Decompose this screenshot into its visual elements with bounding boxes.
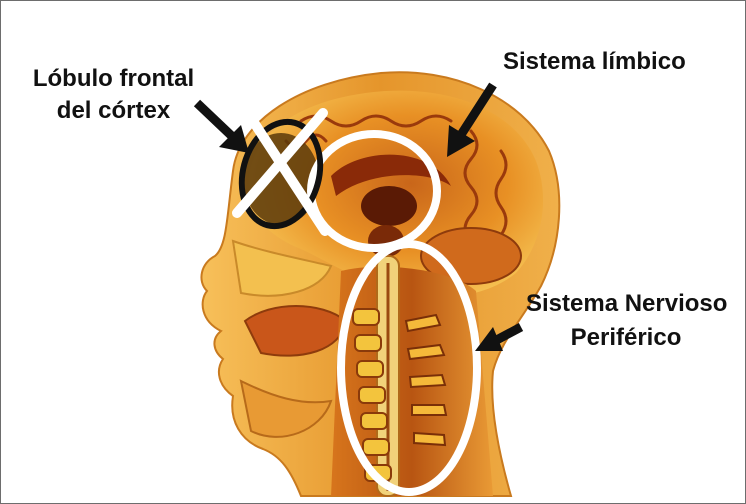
snp-label-line1: Sistema Nervioso (526, 289, 726, 319)
frontal-lobe-label-line2: del córtex (26, 96, 201, 126)
frontal-lobe-label-line1: Lóbulo frontal (26, 64, 201, 94)
snp-label-line2: Periférico (526, 323, 726, 353)
limbic-system-label: Sistema límbico (503, 47, 686, 77)
thalamus (361, 186, 417, 226)
